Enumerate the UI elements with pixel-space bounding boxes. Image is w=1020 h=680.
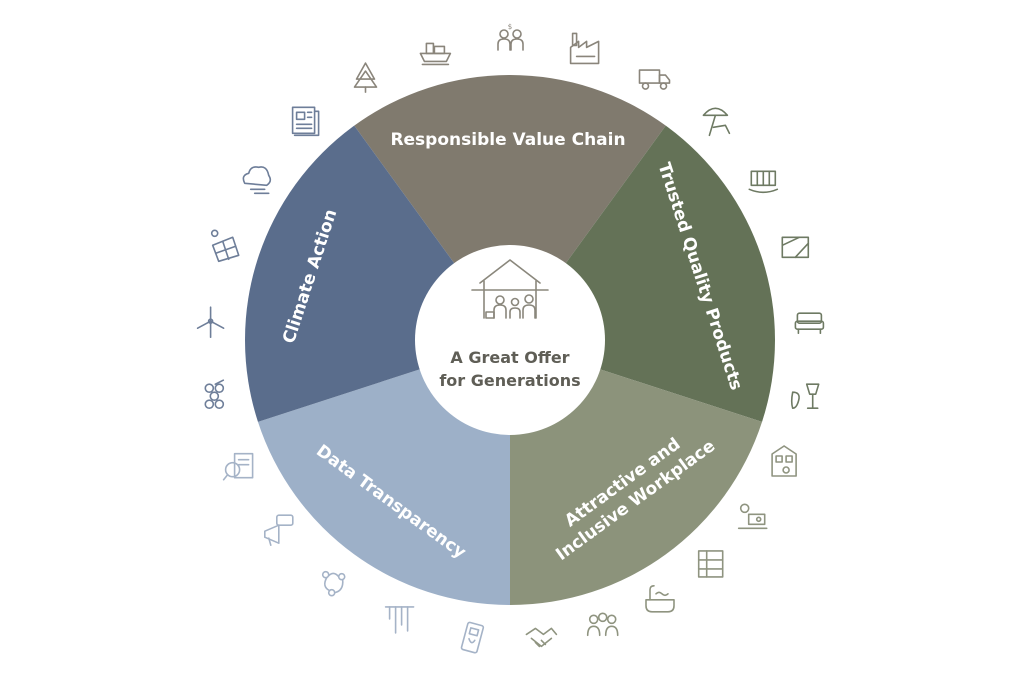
- label-responsible-value-chain: Responsible Value Chain: [390, 130, 625, 150]
- wind-turbine-icon: [196, 306, 225, 339]
- tree-icon: [353, 62, 378, 93]
- connections-icon: [321, 570, 346, 597]
- bathtub-icon: [645, 584, 675, 613]
- store-building-icon: [771, 445, 797, 477]
- solar-panel-icon: [210, 229, 240, 263]
- center-circle: [415, 245, 605, 435]
- svg-text:$: $: [508, 23, 512, 31]
- shelving-icon: [697, 550, 724, 578]
- workshop-icon: [737, 503, 768, 530]
- community-people-icon: $: [497, 23, 524, 51]
- family-house-icon: [471, 259, 549, 319]
- megaphone-chat-icon: [263, 514, 294, 547]
- bedding-icon: [781, 236, 810, 259]
- bar-pillars-icon: [384, 606, 415, 634]
- center-title-line2: for Generations: [439, 371, 580, 390]
- newspaper-icon: [291, 106, 320, 137]
- crib-icon: [748, 170, 779, 194]
- segment-responsible-value-chain[interactable]: [354, 75, 666, 340]
- parasol-beach-chair-icon: [702, 107, 731, 137]
- delivery-truck-icon: [638, 69, 671, 90]
- cargo-ship-icon: [419, 42, 452, 66]
- center-title-line1: A Great Offer: [450, 348, 569, 367]
- cloud-wind-icon: [242, 166, 272, 195]
- handshake-icon: [525, 627, 558, 648]
- sofa-icon: [794, 312, 825, 335]
- berries-icon: [204, 379, 225, 410]
- outer-icon-ring: $: [196, 23, 825, 654]
- team-people-icon: [586, 612, 619, 637]
- lamp-vase-icon: [790, 383, 820, 410]
- factory-icon: [569, 32, 600, 65]
- phone-remote-icon: [460, 621, 485, 654]
- document-magnifier-icon: [222, 452, 254, 481]
